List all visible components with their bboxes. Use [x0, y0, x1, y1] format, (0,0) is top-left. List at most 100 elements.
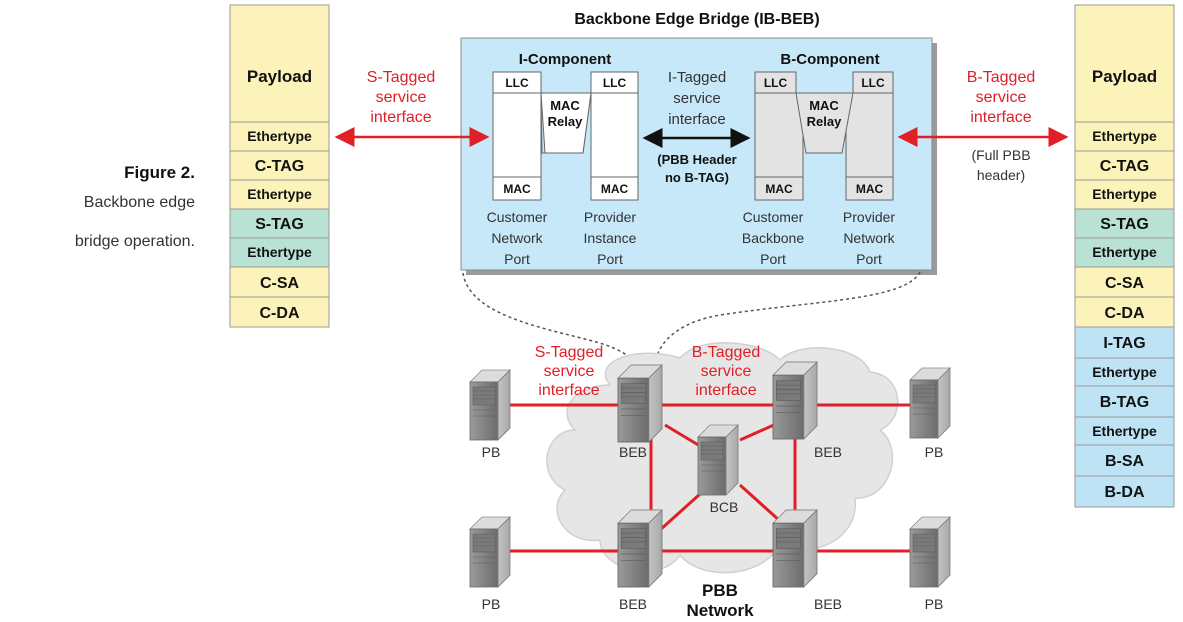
i-mac-left-label: MAC: [503, 182, 531, 196]
b-mac-right: [845, 176, 894, 201]
b-component-title: B-Component: [780, 51, 879, 68]
network-b-tagged-label: B-Tagged service interface: [692, 344, 761, 399]
left-label-s-tag: S-TAG: [255, 216, 304, 233]
right-label-b-da: B-DA: [1105, 484, 1145, 501]
i-component-title: I-Component: [519, 51, 611, 68]
i-port-left-3: Port: [504, 251, 530, 267]
right-label-s-tag: S-TAG: [1100, 216, 1149, 233]
network-links: [505, 403, 915, 553]
left-field-c-tag: [229, 150, 330, 181]
b-llc-right: [852, 71, 894, 94]
i-port-left-2: Network: [491, 230, 543, 246]
beb-bottom-right: [772, 509, 818, 588]
label-beb-bottom-left: BEB: [619, 596, 647, 612]
network-title-1: PBB: [702, 581, 738, 600]
i-relay-label-2: Relay: [548, 114, 583, 129]
net-s-tagged-1: S-Tagged: [535, 344, 604, 361]
b-tagged-interface: B-Tagged service interface (Full PBB hea…: [897, 69, 1069, 183]
i-mac-right: [590, 176, 639, 201]
left-label-payload: Payload: [247, 67, 312, 86]
pb-top-right: [909, 367, 951, 439]
pb-bottom-left: [469, 516, 511, 588]
right-label-c-da: C-DA: [1105, 305, 1145, 322]
b-port-left-1: Customer: [743, 209, 804, 225]
network-title-2: Network: [686, 601, 754, 620]
label-beb-bottom-right: BEB: [814, 596, 842, 612]
net-b-tagged-3: interface: [695, 382, 756, 399]
b-tagged-label-1: B-Tagged: [967, 69, 1036, 86]
s-tagged-interface: S-Tagged service interface: [334, 69, 490, 147]
right-field-s-tag: [1074, 208, 1175, 239]
left-field-c-da: [229, 296, 330, 328]
right-label-c-sa: C-SA: [1105, 275, 1145, 292]
beb-top-right: [772, 361, 818, 440]
label-pb-bottom-left: PB: [482, 596, 501, 612]
b-relay-label-1: MAC: [809, 98, 839, 113]
right-label-b-sa: B-SA: [1105, 453, 1145, 470]
i-llc-right-label: LLC: [603, 76, 627, 90]
b-port-left-3: Port: [760, 251, 786, 267]
net-b-tagged-1: B-Tagged: [692, 344, 761, 361]
right-field-ethertype-2: [1074, 179, 1175, 210]
i-mac-left: [492, 176, 542, 201]
backbone-edge-bridge: Backbone Edge Bridge (IB-BEB) I-Componen…: [460, 11, 937, 275]
right-field-b-sa: [1074, 444, 1175, 477]
right-field-b-da: [1074, 475, 1175, 508]
i-port-right-3: Port: [597, 251, 623, 267]
b-mac-right-label: MAC: [856, 182, 884, 196]
b-llc-left-label: LLC: [764, 76, 788, 90]
i-llc-right: [590, 71, 639, 94]
label-beb-top-left: BEB: [619, 444, 647, 460]
i-llc-left-label: LLC: [505, 76, 529, 90]
i-port-right-1: Provider: [584, 209, 636, 225]
full-pbb-note-1: (Full PBB: [971, 147, 1030, 163]
bcb: [697, 424, 739, 496]
left-label-ethertype-1: Ethertype: [247, 128, 312, 144]
beb-bottom-left: [617, 509, 663, 588]
right-label-ethertype-3: Ethertype: [1092, 244, 1157, 260]
net-s-tagged-2: service: [544, 363, 595, 380]
right-label-ethertype-1: Ethertype: [1092, 128, 1157, 144]
figure-label: Figure 2.: [124, 163, 195, 182]
right-label-b-tag: B-TAG: [1100, 394, 1149, 411]
left-label-c-da: C-DA: [260, 305, 300, 322]
b-llc-left: [754, 71, 797, 94]
right-label-ethertype-5: Ethertype: [1092, 423, 1157, 439]
pbb-note-2: no B-TAG): [665, 170, 729, 185]
i-port-left-1: Customer: [487, 209, 548, 225]
left-frame-stack: Payload Ethertype C-TAG Ethertype S-TAG …: [229, 4, 330, 328]
right-frame-stack: Payload Ethertype C-TAG Ethertype S-TAG …: [1074, 4, 1175, 508]
b-port-left-2: Backbone: [742, 230, 804, 246]
b-relay-shape: [795, 92, 854, 154]
b-body-right: [845, 92, 894, 178]
caption-line-2: bridge operation.: [75, 233, 195, 250]
i-tagged-label-1: I-Tagged: [668, 69, 726, 86]
right-field-ethertype-4: [1074, 357, 1175, 387]
left-label-c-sa: C-SA: [260, 275, 300, 292]
pb-bottom-right: [909, 516, 951, 588]
i-port-right-2: Instance: [584, 230, 637, 246]
label-pb-top-left: PB: [482, 444, 501, 460]
right-field-payload: [1074, 4, 1175, 123]
zoom-line-right: [654, 271, 921, 363]
full-pbb-note-2: header): [977, 167, 1025, 183]
right-label-ethertype-4: Ethertype: [1092, 364, 1157, 380]
label-pb-top-right: PB: [925, 444, 944, 460]
left-field-ethertype-1: [229, 121, 330, 152]
right-field-b-tag: [1074, 385, 1175, 418]
right-label-c-tag: C-TAG: [1100, 158, 1149, 175]
label-beb-top-right: BEB: [814, 444, 842, 460]
i-mac-right-label: MAC: [601, 182, 629, 196]
figure-caption: Figure 2. Backbone edge bridge operation…: [75, 163, 195, 250]
beb-top-left: [617, 364, 663, 443]
left-label-ethertype-3: Ethertype: [247, 244, 312, 260]
label-pb-bottom-right: PB: [925, 596, 944, 612]
right-label-i-tag: I-TAG: [1103, 335, 1145, 352]
pb-top-left: [469, 369, 511, 441]
i-relay-label-1: MAC: [550, 98, 580, 113]
right-label-payload: Payload: [1092, 67, 1157, 86]
left-field-c-sa: [229, 266, 330, 298]
net-s-tagged-3: interface: [538, 382, 599, 399]
network-s-tagged-label: S-Tagged service interface: [535, 344, 604, 399]
i-tagged-label-2: service: [673, 90, 721, 107]
